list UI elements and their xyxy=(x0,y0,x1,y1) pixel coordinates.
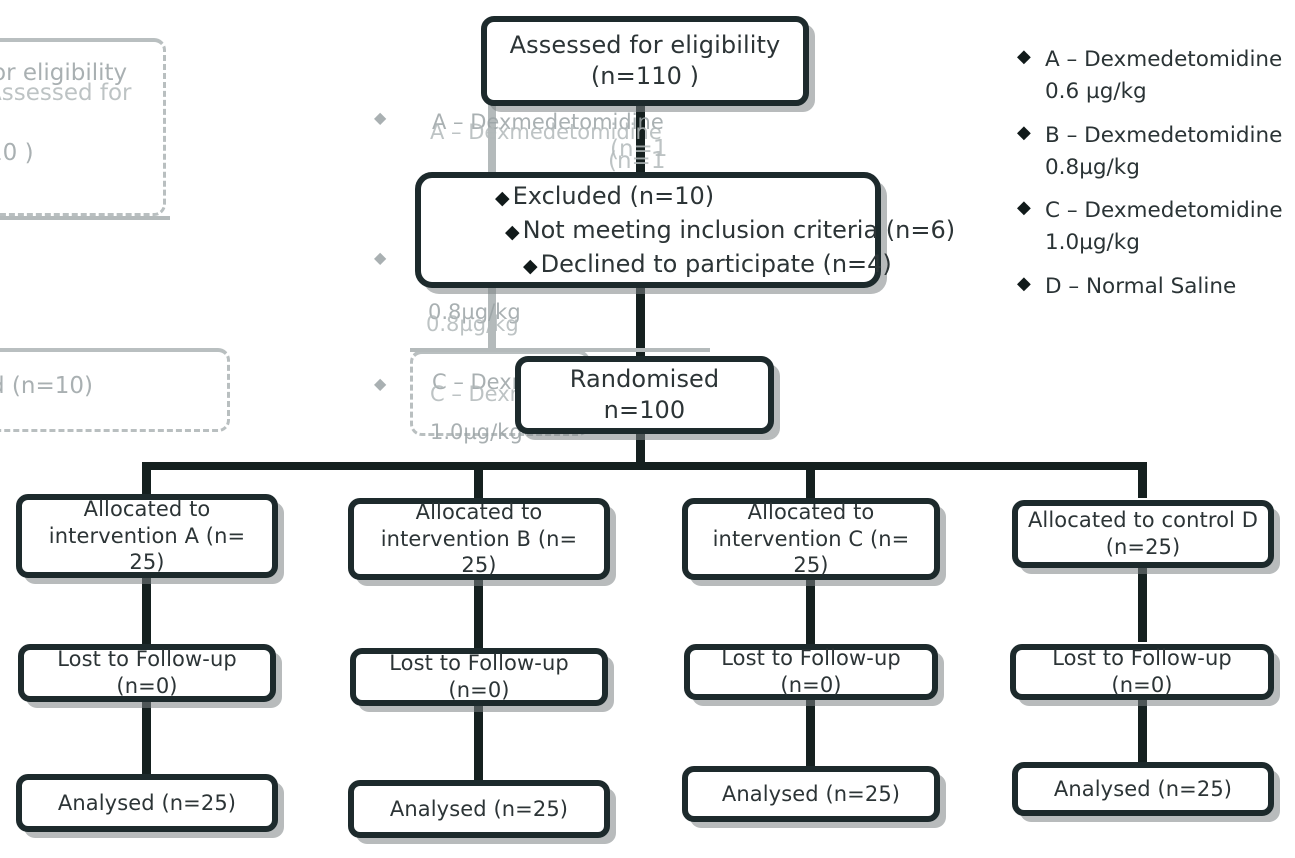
eligibility-label: Assessed for eligibility xyxy=(509,31,781,60)
excluded-reason-line-1: ◆Not meeting inclusion criteria (n=6) xyxy=(495,213,955,247)
legend-b-line1: B – Dexmedetomidine xyxy=(1045,122,1283,148)
diamond-bullet-icon: ◆ xyxy=(523,255,538,278)
connector-eligibility-to-excluded xyxy=(636,104,645,176)
ghost-legend-text-1b: A – Dexmedetomidine xyxy=(430,120,662,144)
lost-d-label: Lost to Follow-up (n=0) xyxy=(1052,646,1232,697)
alloc-a-line2: intervention A (n= 25) xyxy=(48,523,246,575)
alloc-d-line1: Allocated to control D xyxy=(1027,508,1259,533)
analysed-a-label: Analysed (n=25) xyxy=(57,790,237,815)
excluded-heading-line: ◆Excluded (n=10) xyxy=(495,179,875,213)
connector-bus-to-arm-d xyxy=(1138,462,1147,498)
ghost-text-eligibility-a: or eligibility xyxy=(0,60,128,86)
diamond-bullet-icon: ◆ xyxy=(495,186,510,209)
legend-a-line2: 0.6 µg/kg xyxy=(1045,79,1147,105)
connector-arm-d-lost-to-analysed xyxy=(1138,700,1147,766)
ghost-text-excluded-left: d (n=10) xyxy=(0,373,93,399)
connector-arm-b-alloc-to-lost xyxy=(474,576,483,652)
excluded-reason-line-2: ◆Declined to participate (n=4) xyxy=(495,247,892,281)
lost-b-label: Lost to Follow-up (n=0) xyxy=(389,651,569,702)
legend-c-line1: C – Dexmedetomidine xyxy=(1045,198,1283,223)
ghost-text-eligibility-c: Assessed for xyxy=(0,80,132,106)
node-assessed-for-eligibility: Assessed for eligibility (n=110 ) xyxy=(481,16,809,106)
alloc-d-line2: (n=25) xyxy=(1105,535,1181,559)
node-allocated-arm-b: Allocated to intervention B (n= 25) xyxy=(348,498,610,580)
legend-d-line1: D – Normal Saline xyxy=(1045,273,1237,299)
connector-bus-to-arm-a xyxy=(142,462,151,498)
legend-c-line2: 1.0µg/kg xyxy=(1045,230,1140,256)
node-lost-arm-d: Lost to Follow-up (n=0) xyxy=(1010,644,1274,700)
node-excluded: ◆Excluded (n=10) ◆Not meeting inclusion … xyxy=(415,172,955,288)
diamond-bullet-icon: ◆ xyxy=(1017,46,1031,67)
node-lost-arm-c: Lost to Follow-up (n=0) xyxy=(684,644,938,700)
ghost-legend-text-1: A – Dexmedetomidine xyxy=(432,110,664,134)
node-analysed-arm-c: Analysed (n=25) xyxy=(682,766,940,822)
connector-allocation-bus xyxy=(147,462,1145,470)
ghost-legend-bullet-3: ◆ xyxy=(374,374,387,393)
ghost-box-excluded-left xyxy=(0,348,230,432)
lost-c-label: Lost to Follow-up (n=0) xyxy=(721,646,901,697)
connector-arm-b-lost-to-analysed xyxy=(474,702,483,782)
ghost-line-left-top xyxy=(0,216,170,220)
ghost-box-eligibility-left xyxy=(0,38,166,216)
node-allocated-arm-d: Allocated to control D (n=25) xyxy=(1012,500,1274,568)
ghost-legend-text-6: 1.0µg/kg xyxy=(430,420,523,444)
connector-arm-c-lost-to-analysed xyxy=(806,698,815,770)
alloc-c-line1: Allocated to xyxy=(747,499,875,524)
ghost-rule-3 xyxy=(410,348,710,352)
connector-bus-to-arm-c xyxy=(806,462,815,498)
legend: ◆ A – Dexmedetomidine 0.6 µg/kg ◆ B – De… xyxy=(1017,44,1295,314)
legend-item-c: ◆ C – Dexmedetomidine 1.0µg/kg xyxy=(1017,195,1295,260)
eligibility-count: (n=110 ) xyxy=(590,62,700,90)
node-randomised: Randomised n=100 xyxy=(515,356,774,434)
legend-item-b: ◆ B – Dexmedetomidine 0.8µg/kg xyxy=(1017,120,1295,185)
connector-arm-a-lost-to-analysed xyxy=(142,698,151,778)
diamond-bullet-icon: ◆ xyxy=(505,220,520,243)
ghost-legend-bullet-2: ◆ xyxy=(374,248,387,267)
diamond-bullet-icon: ◆ xyxy=(1017,272,1031,294)
node-analysed-arm-a: Analysed (n=25) xyxy=(16,774,278,832)
excluded-reason-1: Not meeting inclusion criteria (n=6) xyxy=(522,215,956,244)
alloc-c-line2: intervention C (n= 25) xyxy=(712,526,910,578)
connector-randomised-to-split xyxy=(636,432,645,464)
connector-arm-c-alloc-to-lost xyxy=(806,578,815,648)
alloc-a-line1: Allocated to xyxy=(83,496,211,521)
alloc-b-line1: Allocated to xyxy=(415,499,543,524)
node-lost-arm-a: Lost to Follow-up (n=0) xyxy=(18,644,276,702)
connector-arm-d-alloc-to-lost xyxy=(1138,566,1147,642)
node-allocated-arm-c: Allocated to intervention C (n= 25) xyxy=(682,498,940,580)
analysed-c-label: Analysed (n=25) xyxy=(721,781,901,806)
node-lost-arm-b: Lost to Follow-up (n=0) xyxy=(350,648,608,706)
legend-item-d: ◆ D – Normal Saline xyxy=(1017,271,1295,303)
ghost-legend-text-4: 0.8µg/kg xyxy=(428,300,521,324)
node-analysed-arm-b: Analysed (n=25) xyxy=(348,780,610,838)
lost-a-label: Lost to Follow-up (n=0) xyxy=(57,647,237,698)
alloc-b-line2: intervention B (n= 25) xyxy=(380,526,578,578)
ghost-text-eligibility-b: 10 ) xyxy=(0,140,34,166)
excluded-heading: Excluded (n=10) xyxy=(512,181,715,210)
analysed-b-label: Analysed (n=25) xyxy=(389,796,569,821)
diamond-bullet-icon: ◆ xyxy=(1017,121,1031,143)
legend-item-a: ◆ A – Dexmedetomidine 0.6 µg/kg xyxy=(1017,44,1295,109)
connector-excluded-to-randomised xyxy=(636,286,645,360)
node-allocated-arm-a: Allocated to intervention A (n= 25) xyxy=(16,494,278,578)
legend-b-line2: 0.8µg/kg xyxy=(1045,154,1140,180)
ghost-legend-text-4b: 0.8µg/kg xyxy=(426,312,519,336)
diamond-bullet-icon: ◆ xyxy=(1017,197,1031,218)
ghost-legend-bullet-1: ◆ xyxy=(374,108,387,127)
connector-arm-a-alloc-to-lost xyxy=(142,572,151,648)
connector-bus-to-arm-b xyxy=(474,462,483,498)
node-analysed-arm-d: Analysed (n=25) xyxy=(1012,762,1274,816)
excluded-reason-2: Declined to participate (n=4) xyxy=(540,250,892,279)
legend-a-line1: A – Dexmedetomidine xyxy=(1045,47,1283,72)
analysed-d-label: Analysed (n=25) xyxy=(1053,776,1233,801)
randomised-label: Randomised n=100 xyxy=(569,365,720,424)
